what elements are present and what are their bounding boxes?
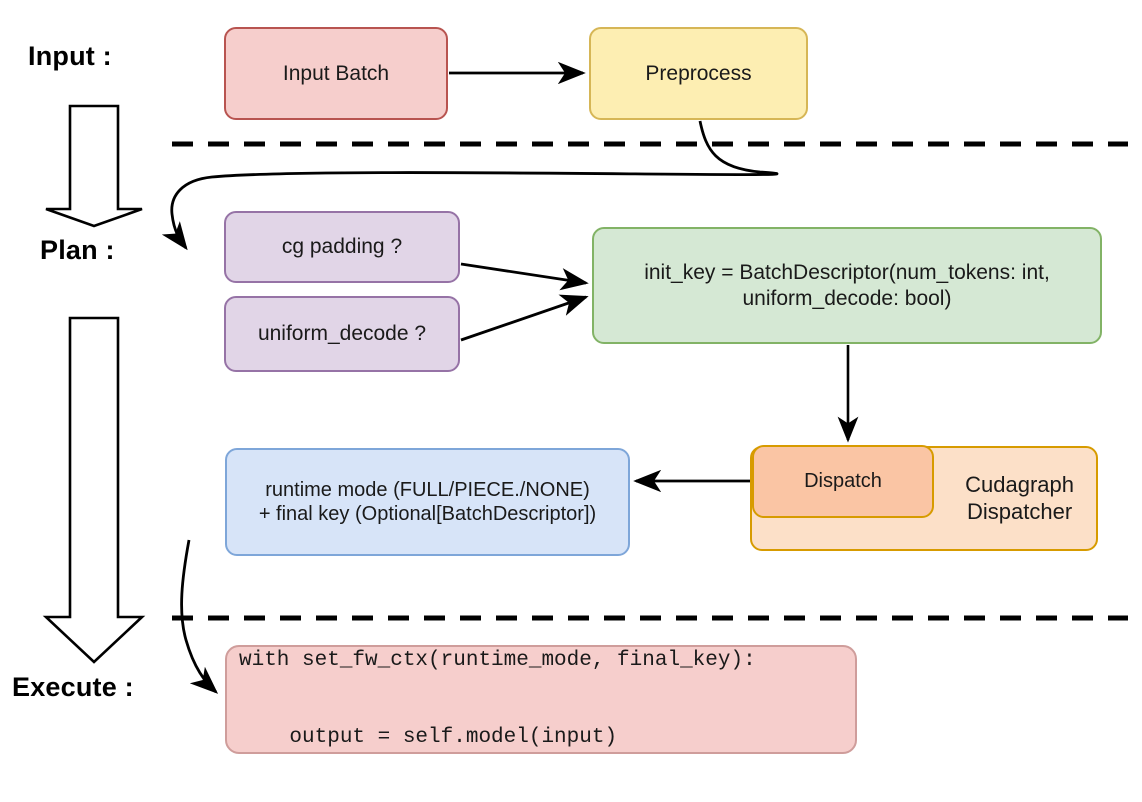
node-cudagraph-dispatcher-line-1: Cudagraph (965, 471, 1074, 497)
node-preprocess-label: Preprocess (645, 61, 752, 85)
node-dispatch[interactable]: Dispatch (752, 445, 934, 518)
stage-label-plan: Plan : (40, 235, 115, 265)
node-cg-padding[interactable]: cg padding ? (224, 211, 460, 283)
uniform-decode-to-init-key-edge (460, 294, 589, 342)
cg-padding-to-init-key-edge (460, 262, 589, 291)
runtime-mode-to-exec-code-edge (180, 539, 219, 694)
execute-code-text: with set_fw_ctx(runtime_mode, final_key)… (239, 597, 756, 802)
node-init-key[interactable]: init_key = BatchDescriptor(num_tokens: i… (592, 227, 1102, 344)
node-input-batch[interactable]: Input Batch (224, 27, 448, 120)
node-cudagraph-dispatcher-line-2: Dispatcher (966, 498, 1073, 524)
diagram-canvas: Input : Plan : Execute : Input Batch Pre… (12, 27, 1128, 754)
node-input-batch-label: Input Batch (282, 61, 390, 85)
plan-to-execute-flow-arrow (42, 316, 146, 664)
execute-code-line-2: output = self.model(input) (239, 726, 618, 750)
node-uniform-decode-label: uniform_decode ? (257, 322, 427, 346)
node-init-key-text: init_key = BatchDescriptor(num_tokens: i… (644, 260, 1050, 311)
stage-label-input: Input : (28, 41, 112, 71)
node-dispatch-label: Dispatch (804, 470, 882, 493)
node-execute-code-block[interactable]: with set_fw_ctx(runtime_mode, final_key)… (225, 645, 857, 754)
input-to-plan-flow-arrow (45, 104, 143, 228)
node-init-key-line-1: init_key = BatchDescriptor(num_tokens: i… (644, 260, 1050, 284)
node-runtime-mode-line-2: + final key (Optional[BatchDescriptor]) (258, 503, 597, 525)
execute-code-line-1: with set_fw_ctx(runtime_mode, final_key)… (239, 649, 756, 673)
node-runtime-mode-line-1: runtime mode (FULL/PIECE./NONE) (265, 478, 590, 501)
node-preprocess[interactable]: Preprocess (589, 27, 808, 120)
node-runtime-mode-text: runtime mode (FULL/PIECE./NONE) + final … (259, 478, 596, 527)
node-cudagraph-dispatcher-text: Cudagraph Dispatcher (965, 472, 1074, 526)
node-uniform-decode[interactable]: uniform_decode ? (224, 296, 460, 372)
stage-label-execute: Execute : (12, 672, 134, 702)
node-runtime-mode[interactable]: runtime mode (FULL/PIECE./NONE) + final … (225, 448, 630, 556)
node-init-key-line-2: uniform_decode: bool) (742, 286, 952, 310)
node-cg-padding-label: cg padding ? (281, 235, 403, 259)
